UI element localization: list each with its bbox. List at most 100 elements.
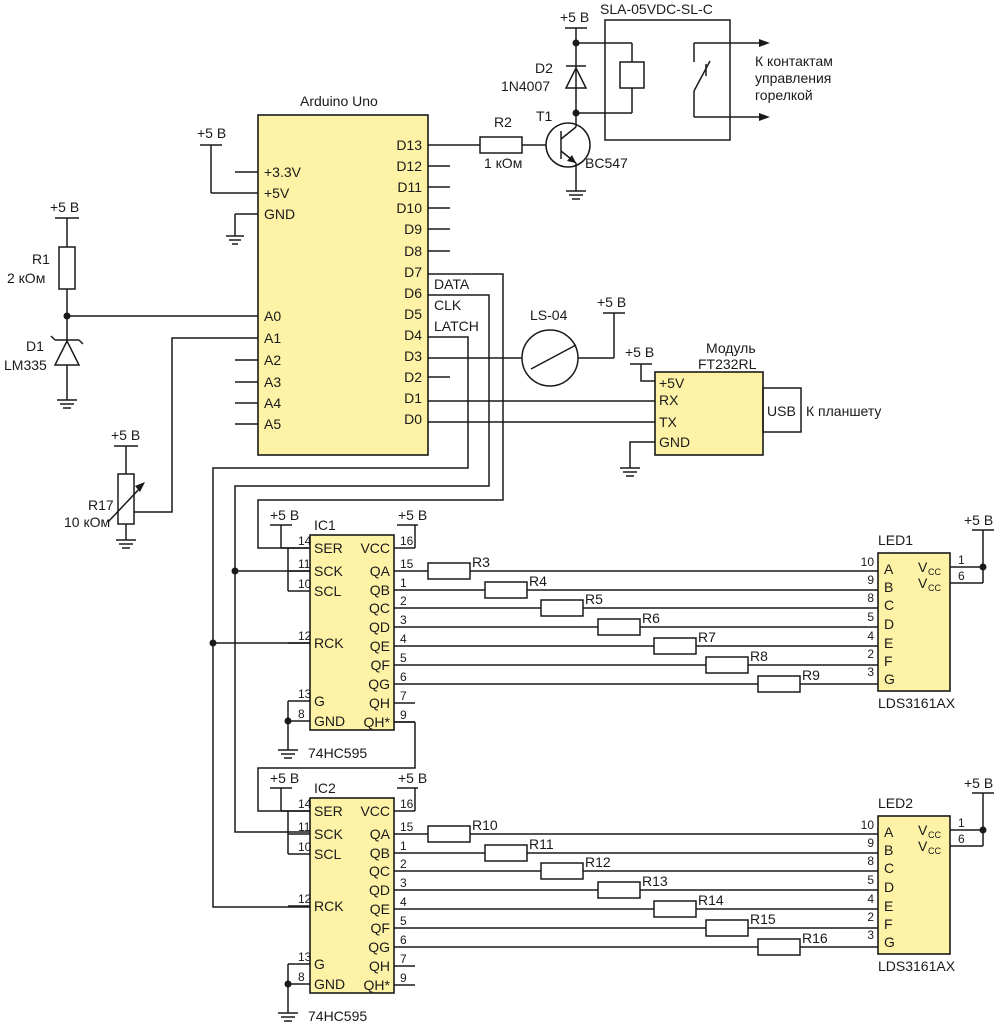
ic1-supply-right: +5 В: [398, 507, 427, 523]
ic2-pinnum-5: 5: [400, 914, 407, 928]
arduino-pin-5v: +5V: [264, 185, 290, 201]
supply-label-relay: +5 В: [560, 9, 589, 25]
led1-pinnum-3: 3: [867, 665, 874, 679]
led2-seg-c: C: [884, 860, 894, 876]
t1-part: BC547: [585, 155, 628, 171]
supply-label-r1: +5 В: [50, 199, 79, 215]
ic1-pin-gnd: GND: [314, 713, 345, 729]
extra-wiring: [257, 721, 416, 812]
ic2-pin-qd: QD: [369, 882, 390, 898]
ic1-pinnum-4: 4: [400, 632, 407, 646]
ic1-pin-qd: QD: [369, 619, 390, 635]
arduino-pin-d11: D11: [397, 179, 422, 195]
resistor-r2: [479, 136, 523, 154]
r2-value: 1 кОм: [484, 155, 522, 171]
ic2-body: [309, 797, 395, 994]
ic2-pinnum-8: 8: [298, 970, 305, 984]
resistor-r15: [705, 919, 749, 937]
arduino-pin-gnd: GND: [264, 206, 295, 222]
ic1-pinnum-10: 10: [298, 577, 312, 591]
ic1-body: [309, 534, 395, 731]
led1-body: [877, 552, 951, 692]
resistor-label-r9: R9: [802, 667, 820, 683]
led2-seg-e: E: [884, 898, 893, 914]
ic2-pinnum-10: 10: [298, 840, 312, 854]
arduino-pin-d12: D12: [396, 158, 422, 174]
ic1-pinnum-1: 1: [400, 576, 407, 590]
resistor-r14: [653, 900, 697, 918]
r1-value: 2 кОм: [7, 270, 45, 286]
ic2-pin-qa: QA: [370, 826, 391, 842]
ic2-pinnum-4: 4: [400, 895, 407, 909]
led2-pinnum-8: 8: [867, 854, 874, 868]
ic2-pin-scl: SCL: [314, 846, 341, 862]
ic1-pinnum-5: 5: [400, 651, 407, 665]
led1-vcc-2: V: [918, 575, 928, 591]
ic1-pin-qe: QE: [370, 638, 390, 654]
r2-ref: R2: [494, 114, 512, 130]
resistor-r3: [427, 562, 471, 580]
led1-seg-f: F: [884, 653, 893, 669]
ft232-pin-tx: TX: [659, 414, 678, 430]
ic2-pinnum-7: 7: [400, 952, 407, 966]
led1-seg-d: D: [884, 616, 894, 632]
r1-ref: R1: [32, 251, 50, 267]
led1-pinnum-8: 8: [867, 591, 874, 605]
ic1-pin-sck: SCK: [314, 563, 343, 579]
supply-label-switch: +5 В: [597, 294, 626, 310]
led2-supply: +5 В: [964, 775, 993, 791]
led2-vcc-2: V: [918, 838, 928, 854]
ic2-pinnum-3: 3: [400, 876, 407, 890]
ic2-pinnum-15: 15: [400, 820, 414, 834]
relay-contacts-line2: управления: [755, 70, 831, 86]
relay-contacts-line1: К контактам: [755, 53, 833, 69]
relay-driver: R2 1 кОм T1 BC547 +5 В D2 1N4007: [428, 9, 628, 200]
t1-ref: T1: [536, 108, 553, 124]
ft232-pin-rx: RX: [659, 392, 679, 408]
led2-pinnum-4: 4: [867, 892, 874, 906]
ic1-ref: IC1: [314, 517, 336, 533]
supply-label-ft232: +5 В: [625, 344, 654, 360]
supply-label-r17: +5 В: [111, 427, 140, 443]
led2-pinnum-9: 9: [867, 836, 874, 850]
ft232-title-line1: Модуль: [706, 340, 756, 356]
led2-vccpin-1: 1: [958, 816, 965, 830]
resistor-r16: [757, 938, 801, 956]
ic1-pin-qa: QA: [370, 563, 391, 579]
led2-pinnum-2: 2: [867, 910, 874, 924]
led1-seg-e: E: [884, 635, 893, 651]
d2-ref: D2: [535, 60, 553, 76]
resistor-label-r12: R12: [585, 854, 611, 870]
resistor-label-r5: R5: [585, 591, 603, 607]
led1-vcc-sub-2: CC: [928, 583, 941, 593]
led1-vcc-sub-1: CC: [928, 567, 941, 577]
led2-vcc-sub-1: CC: [928, 830, 941, 840]
led1-pinnum-4: 4: [867, 629, 874, 643]
resistor-r17: [117, 473, 135, 525]
r17-value: 10 кОм: [64, 514, 110, 530]
arduino-pin-d10: D10: [396, 200, 422, 216]
led1-pinnum-2: 2: [867, 647, 874, 661]
tablet-label: К планшету: [806, 403, 881, 419]
led2-seg-f: F: [884, 916, 893, 932]
ic1-pin-rck: RCK: [314, 635, 344, 651]
ic2-pinnum-16: 16: [400, 797, 414, 811]
signal-latch-label: LATCH: [434, 318, 479, 334]
ic2-pin-qh: QH: [369, 958, 390, 974]
relay-contacts-line3: горелкой: [755, 87, 813, 103]
arduino-pin-d1: D1: [404, 390, 422, 406]
arduino-pin-a1: A1: [264, 330, 281, 346]
led1-part: LDS3161AX: [878, 695, 956, 711]
resistor-label-r10: R10: [472, 817, 498, 833]
potentiometer-r17: +5 В R17 10 кОм: [64, 337, 258, 549]
led1-ref: LED1: [878, 532, 913, 548]
arduino-pin-a0: A0: [264, 308, 281, 324]
resistor-r12: [540, 862, 584, 880]
transistor-t1: [545, 122, 591, 168]
resistor-label-r16: R16: [802, 930, 828, 946]
resistor-r6: [597, 618, 641, 636]
